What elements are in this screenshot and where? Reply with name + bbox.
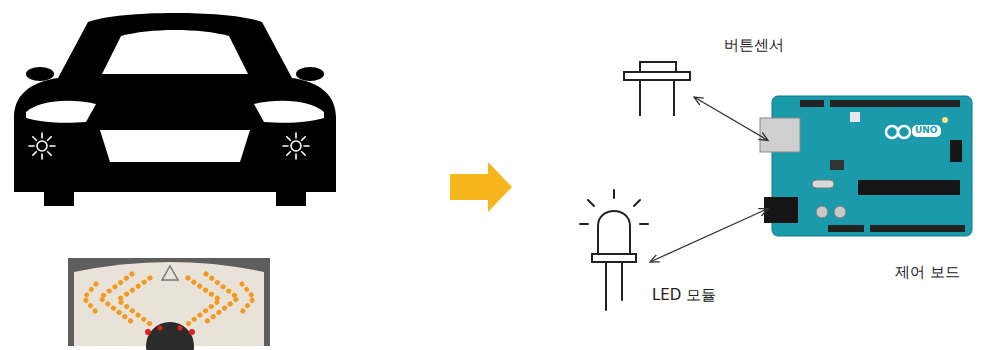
button-sensor: 버튼센서 [620,58,694,118]
led-module: LED 모듈 [580,190,650,310]
car-silhouette [14,13,336,206]
double-arrow [650,209,768,262]
arduino-board [760,96,972,236]
control-board: 제어 보드 [768,95,973,237]
flow-arrow [450,162,512,212]
button-symbol [624,62,690,116]
double-arrow [694,97,768,140]
board-logo: UNO [912,125,941,137]
led-symbol [580,190,648,310]
node-label: 버튼센서 [724,36,784,54]
node-label: LED 모듈 [652,286,716,304]
node-label: 제어 보드 [895,263,960,281]
turn-signal-photo [68,258,270,350]
